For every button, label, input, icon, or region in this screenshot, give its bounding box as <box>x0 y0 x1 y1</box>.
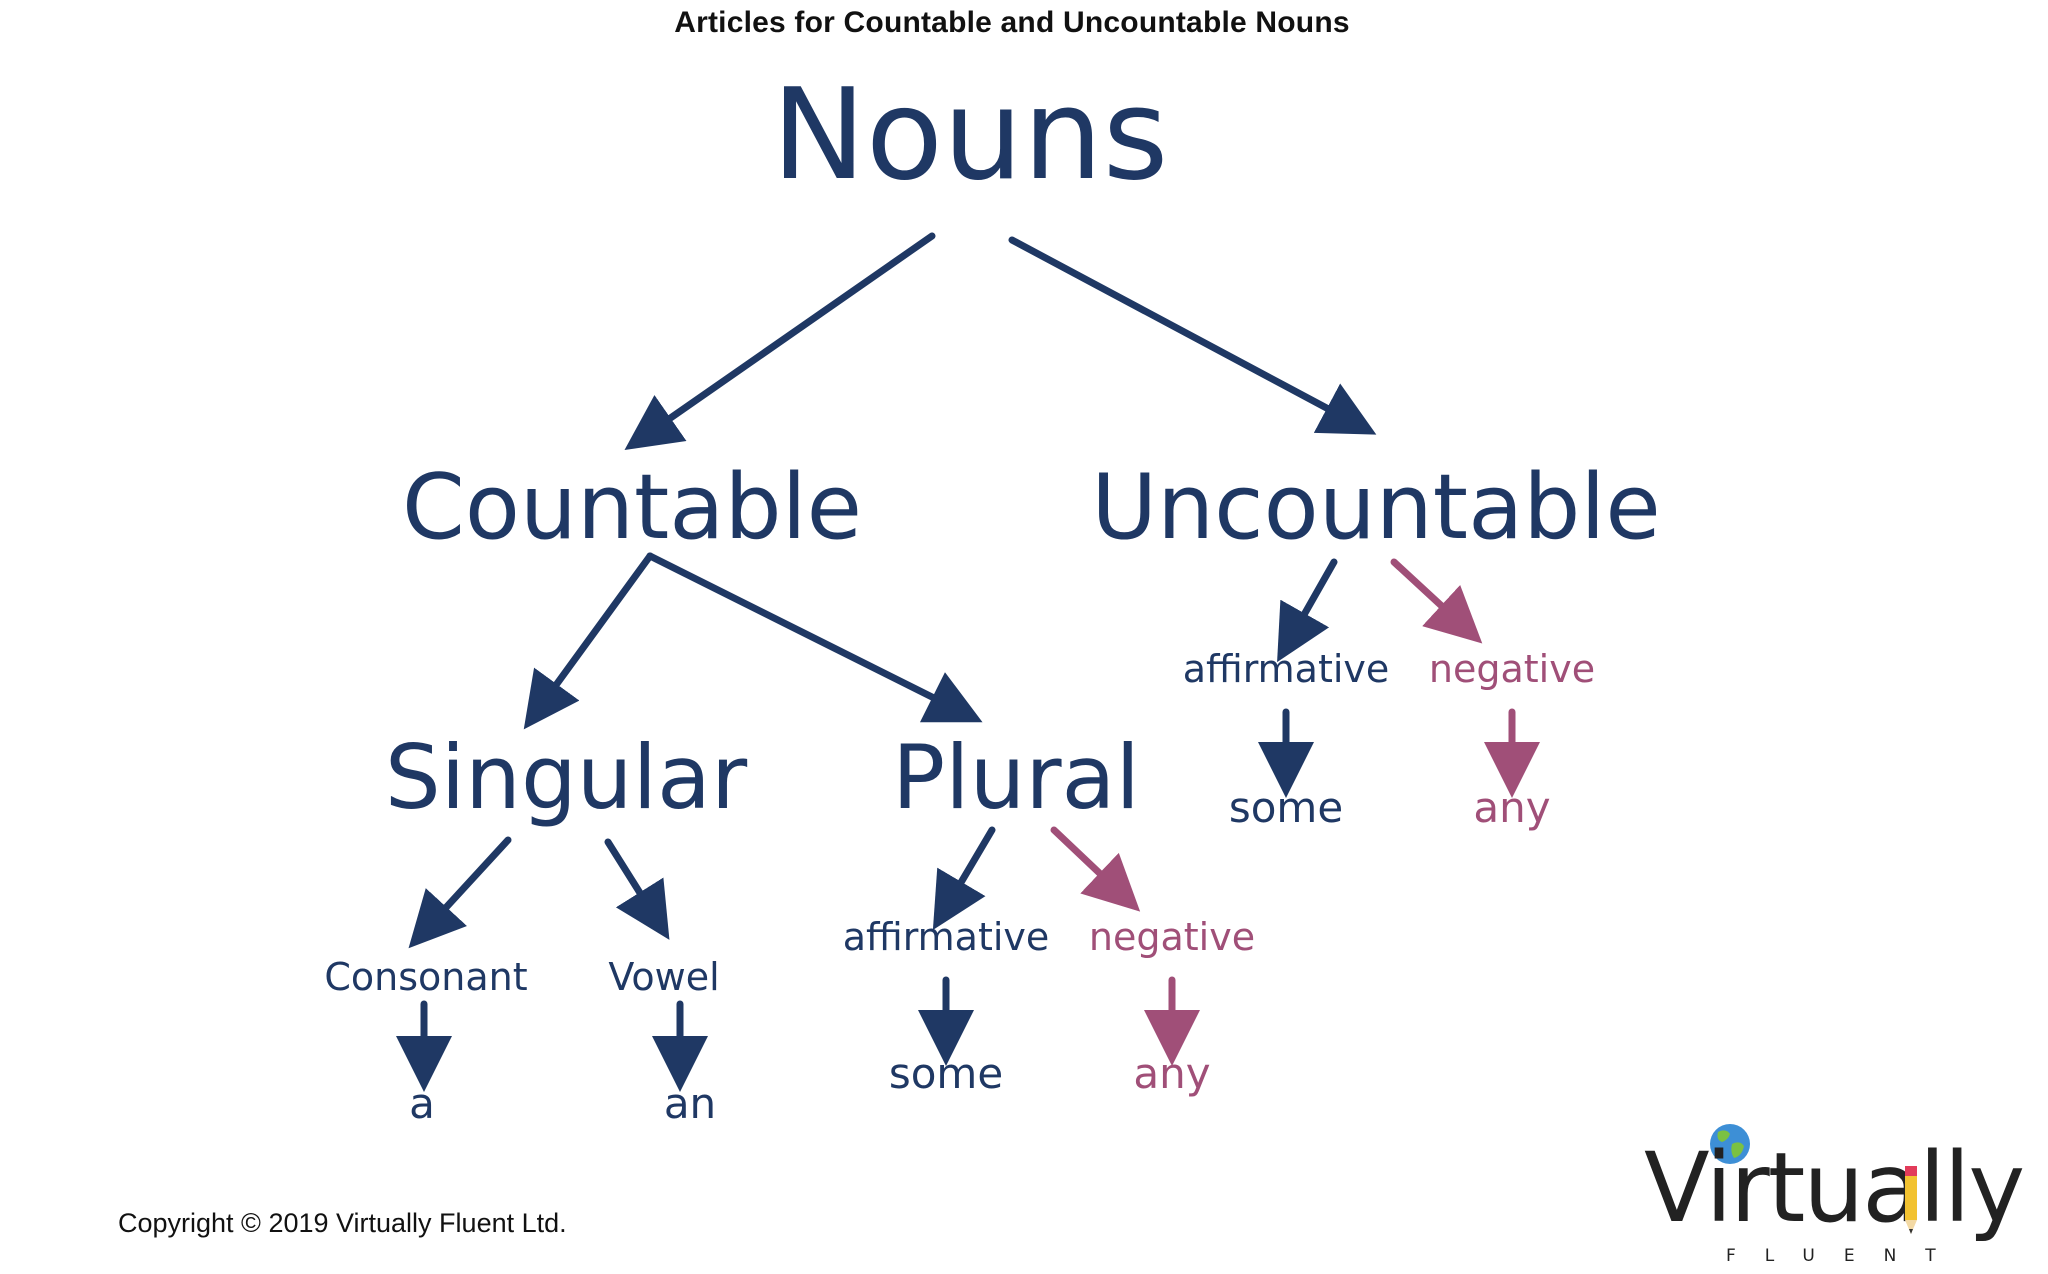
node-consonant: Consonant <box>324 955 527 999</box>
edge-uncountable-affirmative <box>1277 558 1338 663</box>
node-plural-some: some <box>889 1049 1003 1098</box>
pencil-icon <box>1905 1166 1917 1234</box>
edge-nouns-countable <box>624 232 936 450</box>
node-uncountable-any: any <box>1473 783 1550 832</box>
edge-uncountable-negative <box>1390 558 1483 644</box>
edge-nouns-uncountable <box>1008 236 1377 435</box>
edge-plural-affirmative <box>932 826 996 931</box>
node-plural-negative: negative <box>1089 915 1255 959</box>
edge-countable-singular <box>523 552 654 730</box>
edge-singular-consonant <box>408 836 512 949</box>
node-uncountable: Uncountable <box>1091 455 1661 560</box>
globe-icon <box>1710 1124 1750 1164</box>
node-plural: Plural <box>892 726 1140 829</box>
logo-subtitle: FLUENT <box>1726 1246 1965 1266</box>
node-countable: Countable <box>402 455 862 560</box>
page-title: Articles for Countable and Uncountable N… <box>674 6 1350 39</box>
node-uncountable-negative: negative <box>1429 647 1595 691</box>
copyright-notice: Copyright © 2019 Virtually Fluent Ltd. <box>118 1208 567 1238</box>
node-a: a <box>409 1079 435 1128</box>
logo-wordmark: Virtually <box>1644 1132 2025 1244</box>
node-singular: Singular <box>385 726 748 829</box>
edge-singular-vowel <box>604 838 670 940</box>
node-plural-affirmative: affirmative <box>843 915 1050 959</box>
node-uncountable-affirmative: affirmative <box>1183 647 1390 691</box>
node-uncountable-some: some <box>1229 783 1343 832</box>
node-an: an <box>664 1079 716 1128</box>
edge-countable-plural <box>646 552 983 723</box>
node-nouns: Nouns <box>772 61 1169 208</box>
node-vowel: Vowel <box>608 955 719 999</box>
virtually-fluent-logo: Virtually FLUENT <box>1640 1122 2025 1272</box>
edge-plural-negative <box>1050 826 1141 912</box>
node-plural-any: any <box>1133 1049 1210 1098</box>
